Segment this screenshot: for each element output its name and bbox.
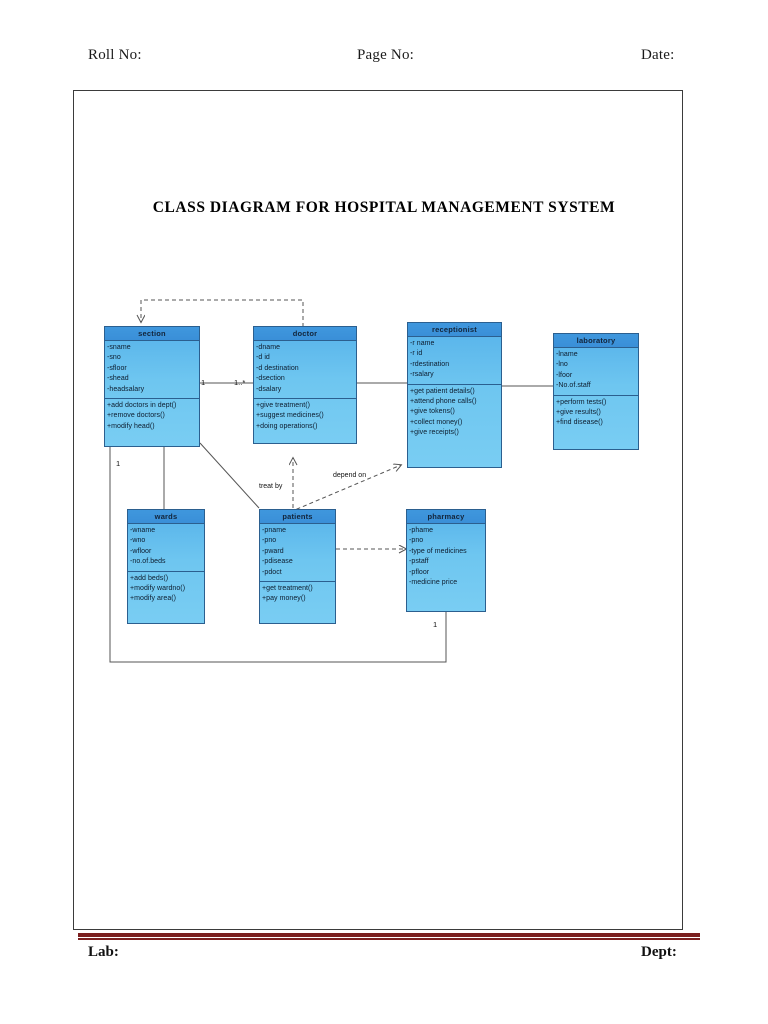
uml-operation: +find disease() xyxy=(556,419,603,427)
uml-attributes-patients: -pname -pno -pward -pdisease -pdoct xyxy=(260,524,335,581)
uml-attributes-doctor: -dname -d id -d destination -dsection -d… xyxy=(254,341,356,398)
uml-class-name-doctor: doctor xyxy=(254,327,356,341)
uml-operation: +give receipts() xyxy=(410,429,459,437)
uml-attribute: -pstaff xyxy=(409,558,429,566)
multiplicity-section-bottom: 1 xyxy=(116,459,121,468)
uml-attribute: -wfloor xyxy=(130,547,152,555)
footer-rule xyxy=(78,933,700,940)
dept-label: Dept: xyxy=(641,944,677,960)
uml-operation: +perform tests() xyxy=(556,398,607,406)
page-title: CLASS DIAGRAM FOR HOSPITAL MANAGEMENT SY… xyxy=(152,199,616,216)
uml-operations-receptionist: +get patient details() +attend phone cal… xyxy=(408,383,501,442)
uml-attribute: -no.of.beds xyxy=(130,558,166,566)
uml-attribute: -rdestination xyxy=(410,360,450,368)
lab-label: Lab: xyxy=(88,944,119,960)
multiplicity-section-doctor-left: 1 xyxy=(201,378,206,387)
uml-operation: +remove doctors() xyxy=(107,412,165,420)
edge-label-depend-on: depend on xyxy=(333,472,367,479)
uml-attribute: -sfloor xyxy=(107,364,127,372)
uml-attribute: -wno xyxy=(130,537,146,545)
uml-operation: +modify wardno() xyxy=(130,585,186,593)
page-header: Roll No: Page No: Date: xyxy=(0,0,768,90)
uml-operation: +modify head() xyxy=(107,422,155,430)
uml-attribute: -rsalary xyxy=(410,371,434,379)
uml-attribute: -lno xyxy=(556,361,568,369)
uml-attributes-receptionist: -r name -r id -rdestination -rsalary xyxy=(408,337,501,384)
uml-operation: +get patient details() xyxy=(410,387,475,395)
uml-class-pharmacy[interactable]: pharmacy -phame -pno -type of medicines … xyxy=(406,509,486,612)
uml-operation: +give treatment() xyxy=(256,402,310,410)
uml-operation: +give results() xyxy=(556,409,601,417)
uml-attribute: -d id xyxy=(256,354,270,362)
uml-attribute: -shead xyxy=(107,375,129,383)
uml-class-receptionist[interactable]: receptionist -r name -r id -rdestination… xyxy=(407,322,502,468)
uml-attribute: -lname xyxy=(556,351,578,358)
uml-class-name-receptionist: receptionist xyxy=(408,323,501,337)
uml-attribute: -No.of.staff xyxy=(556,382,591,390)
uml-attribute: -phame xyxy=(409,527,434,534)
multiplicity-section-doctor-right: 1..* xyxy=(234,378,246,387)
uml-class-doctor[interactable]: doctor -dname -d id -d destination -dsec… xyxy=(253,326,357,444)
edge-label-treat-by: treat by xyxy=(259,483,283,490)
footer-rule-thick xyxy=(78,933,700,937)
uml-attribute: -r id xyxy=(410,350,423,358)
uml-operation: +collect money() xyxy=(410,418,463,426)
uml-attribute: -pname xyxy=(262,527,287,534)
uml-attribute: -sno xyxy=(107,354,121,362)
uml-attribute: -pno xyxy=(409,537,424,545)
uml-attribute: -pno xyxy=(262,537,277,545)
uml-operation: +doing operations() xyxy=(256,422,318,430)
uml-attribute: -dname xyxy=(256,344,281,351)
uml-operations-laboratory: +perform tests() +give results() +find d… xyxy=(554,394,638,432)
uml-operation: +modify area() xyxy=(130,595,177,603)
page-no-label: Page No: xyxy=(357,47,415,63)
uml-attribute: -dsalary xyxy=(256,385,282,393)
uml-class-name-wards: wards xyxy=(128,510,204,524)
uml-operations-section: +add doctors in dept() +remove doctors()… xyxy=(105,398,199,435)
uml-class-name-laboratory: laboratory xyxy=(554,334,638,348)
uml-attribute: -dsection xyxy=(256,375,285,383)
uml-attributes-laboratory: -lname -lno -lfoor -No.of.staff xyxy=(554,348,638,395)
uml-operation: +pay money() xyxy=(262,595,306,603)
uml-class-wards[interactable]: wards -wname -wno -wfloor -no.of.beds +a… xyxy=(127,509,205,624)
uml-attribute: -headsalary xyxy=(107,385,145,393)
uml-attribute: -wname xyxy=(130,527,156,534)
uml-attributes-wards: -wname -wno -wfloor -no.of.beds xyxy=(128,524,204,571)
uml-attribute: -pward xyxy=(262,547,284,555)
uml-operation: +give tokens() xyxy=(410,408,455,416)
uml-operation: +add beds() xyxy=(130,574,169,582)
uml-class-name-pharmacy: pharmacy xyxy=(407,510,485,524)
uml-operation: +add doctors in dept() xyxy=(107,402,177,410)
uml-attribute: -pfloor xyxy=(409,568,430,576)
uml-operations-wards: +add beds() +modify wardno() +modify are… xyxy=(128,570,204,608)
uml-attribute: -d destination xyxy=(256,364,299,372)
uml-attributes-pharmacy: -phame -pno -type of medicines -pstaff -… xyxy=(407,524,485,591)
uml-class-laboratory[interactable]: laboratory -lname -lno -lfoor -No.of.sta… xyxy=(553,333,639,450)
uml-class-name-section: section xyxy=(105,327,199,341)
uml-attribute: -r name xyxy=(410,340,435,347)
uml-attribute: -pdoct xyxy=(262,568,282,576)
footer-rule-thin xyxy=(78,938,700,940)
uml-attribute: -lfoor xyxy=(556,371,573,379)
uml-operations-patients: +get treatment() +pay money() xyxy=(260,581,335,608)
date-label: Date: xyxy=(641,47,675,63)
uml-operation: +get treatment() xyxy=(262,585,313,593)
uml-attribute: -sname xyxy=(107,344,131,351)
roll-no-label: Roll No: xyxy=(88,47,142,63)
uml-class-name-patients: patients xyxy=(260,510,335,524)
uml-attribute: -type of medicines xyxy=(409,547,467,555)
uml-operations-doctor: +give treatment() +suggest medicines() +… xyxy=(254,398,356,435)
uml-attributes-section: -sname -sno -sfloor -shead -headsalary xyxy=(105,341,199,398)
uml-class-section[interactable]: section -sname -sno -sfloor -shead -head… xyxy=(104,326,200,447)
uml-operation: +suggest medicines() xyxy=(256,412,324,420)
uml-attribute: -pdisease xyxy=(262,558,293,566)
multiplicity-pharmacy-bottom: 1 xyxy=(433,620,438,629)
uml-class-patients[interactable]: patients -pname -pno -pward -pdisease -p… xyxy=(259,509,336,624)
uml-attribute: -medicine price xyxy=(409,579,458,587)
uml-operation: +attend phone calls() xyxy=(410,398,477,406)
